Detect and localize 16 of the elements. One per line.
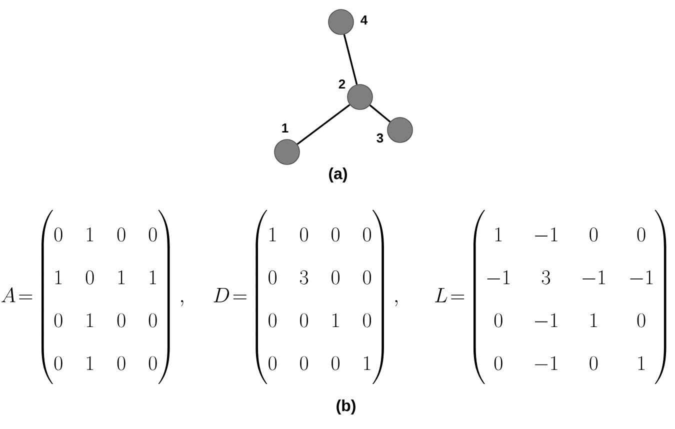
vertex-circle xyxy=(347,84,373,110)
vertex-circle xyxy=(274,139,300,165)
vertex-number: 4 xyxy=(360,16,368,24)
vertex-number: 3 xyxy=(376,133,384,143)
panel-label: (b) xyxy=(336,400,356,414)
matrix-equation: $D=\begin{pmatrix}1&0&0&0\\0&3&0&0\\0&0&1&0\\0&0&0&1\end{pmatrix},$ xyxy=(214,210,398,384)
edge-line xyxy=(369,104,391,122)
matrix-equation: $A=\begin{pmatrix}0&1&0&0\\1&0&1&1\\0&1&0&0\\0&1&0&0\end{pmatrix},$ xyxy=(1,210,184,384)
panel-label: (a) xyxy=(329,168,347,182)
edge-line xyxy=(343,34,358,85)
vertex-circle xyxy=(387,117,413,143)
vertex-number: 2 xyxy=(338,79,346,89)
matrix-equation: $L=\begin{pmatrix}1&-1&0&0\\-1&3&-1&-1\\0&-1&1&0\\0&-1&0&1\end{pmatrix}$ xyxy=(435,210,666,384)
vertex-number: 1 xyxy=(282,124,288,132)
vertex-circle xyxy=(328,9,354,35)
edge-line xyxy=(296,104,350,145)
